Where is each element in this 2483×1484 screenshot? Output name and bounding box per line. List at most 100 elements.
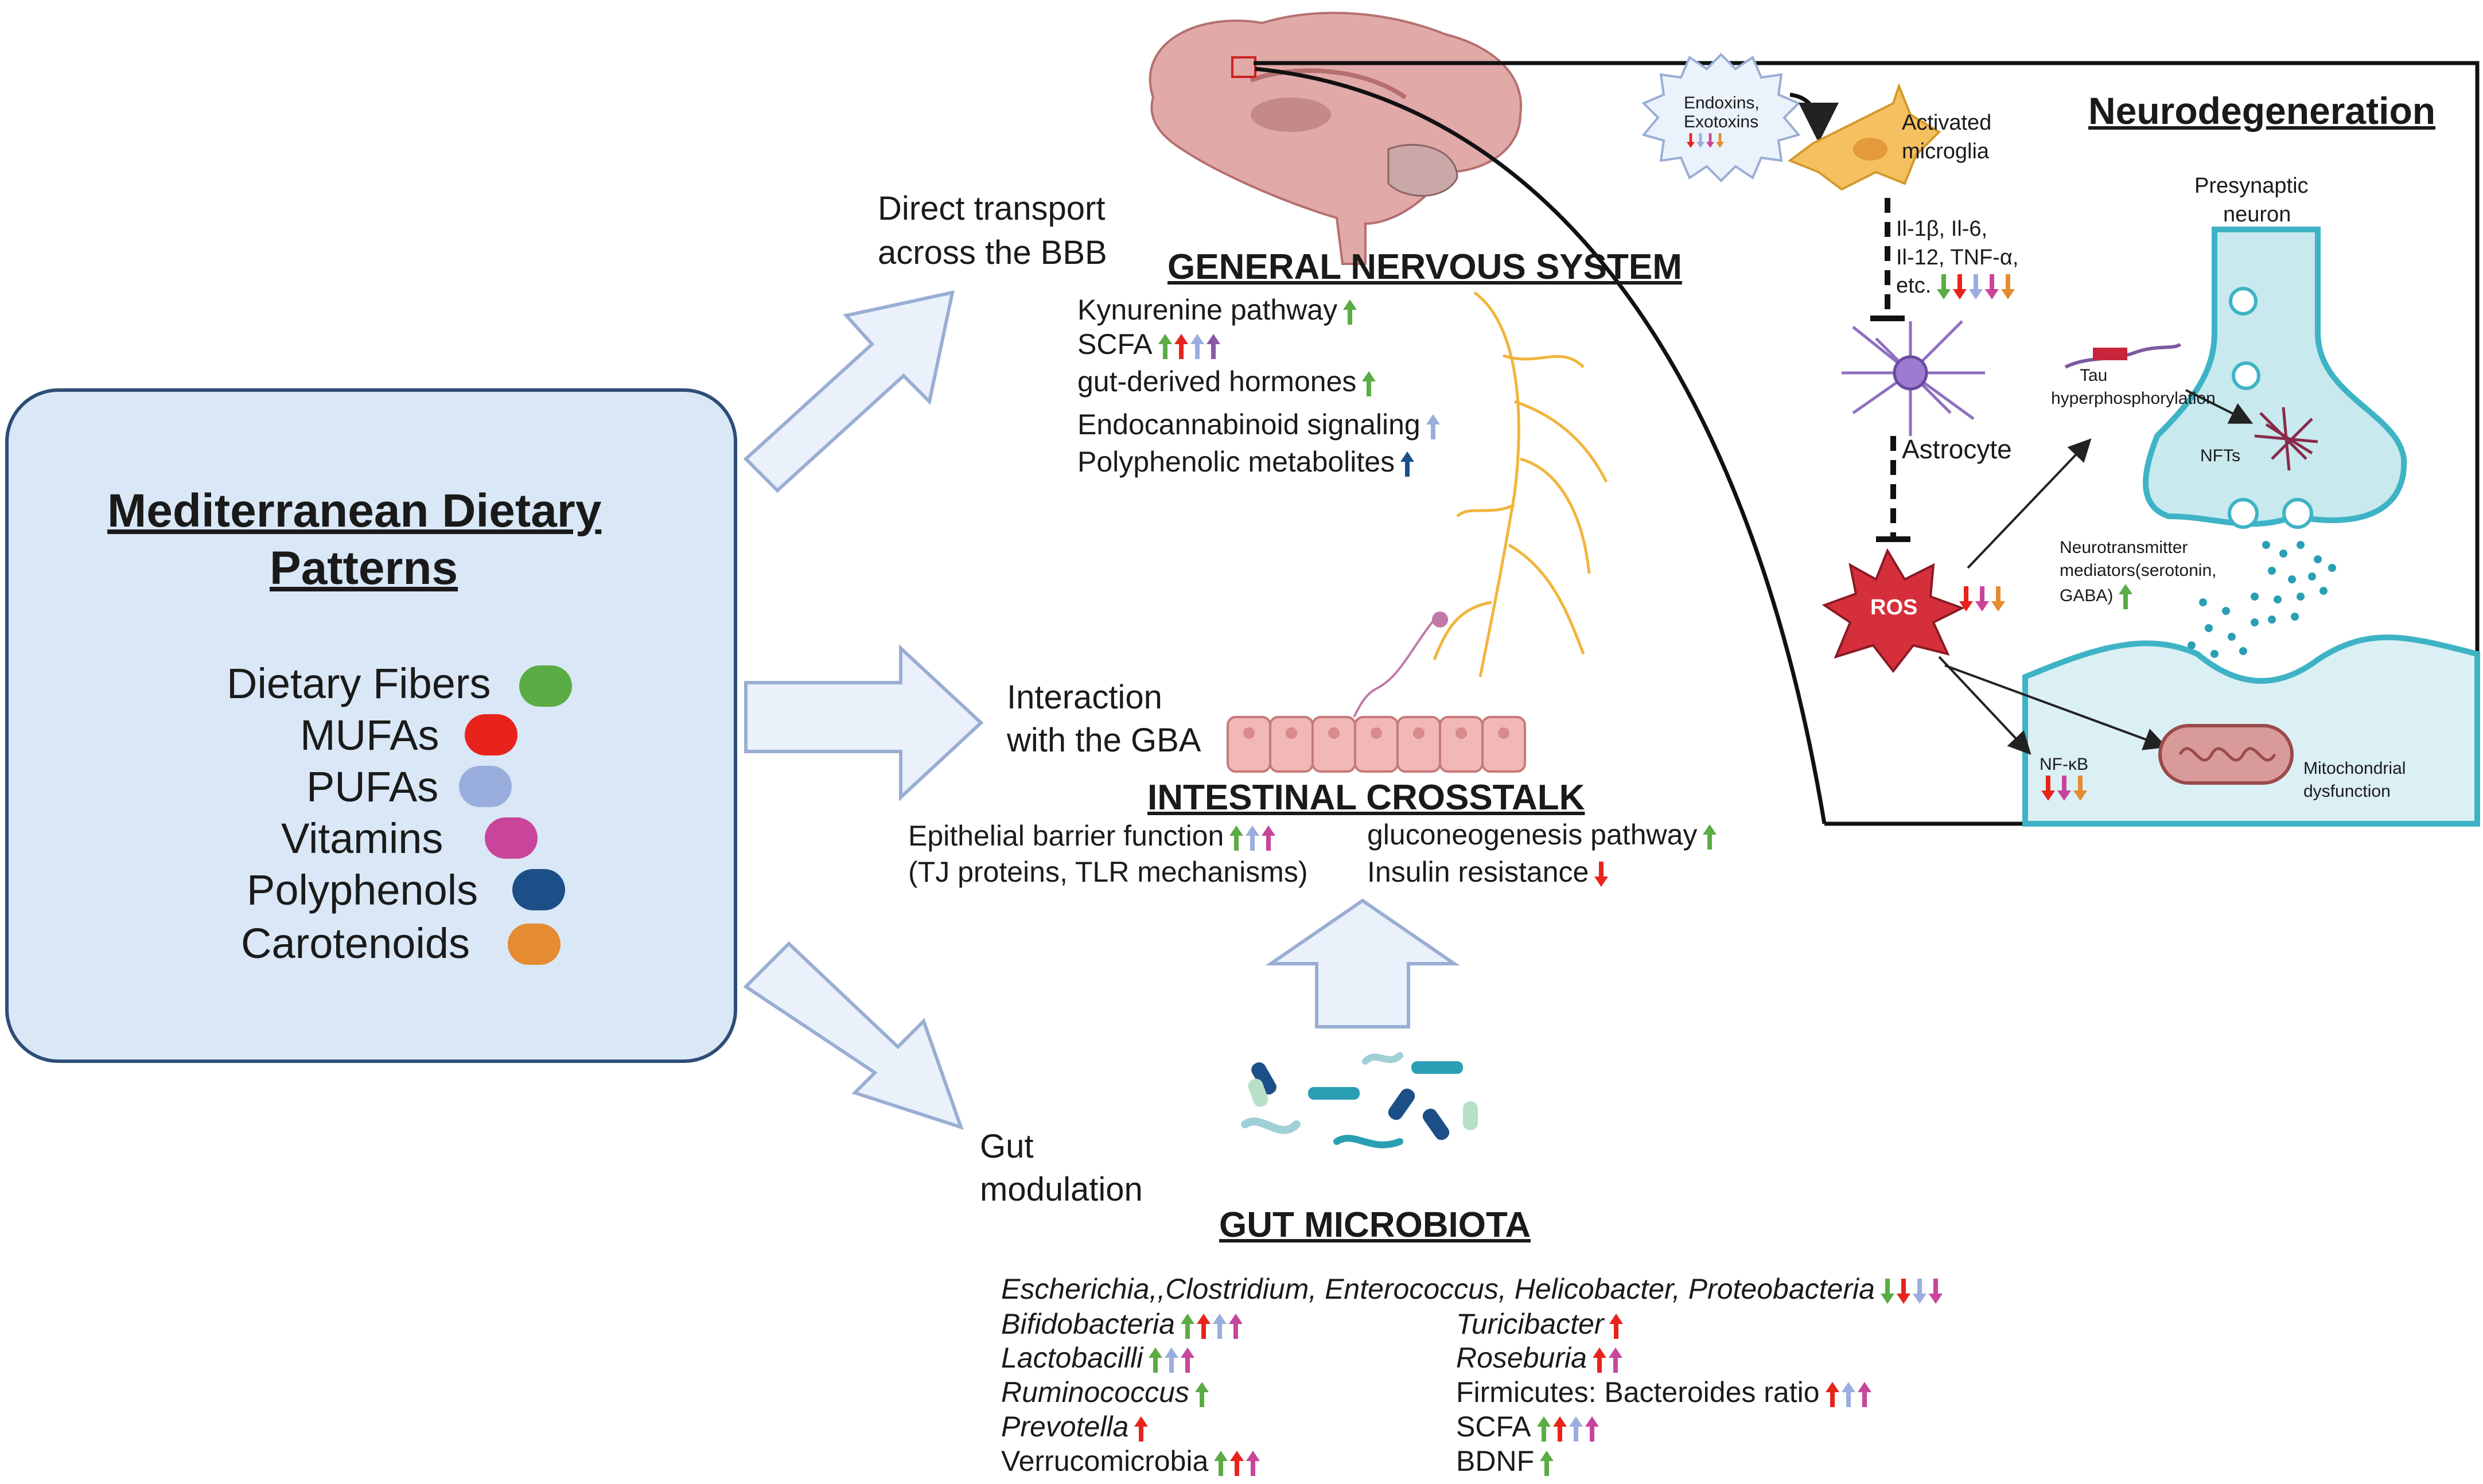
nt-line1: Neurotransmitter bbox=[2060, 538, 2188, 557]
direct-transport-line1: Direct transport bbox=[878, 190, 1106, 227]
down-arrow-icon bbox=[1716, 133, 1724, 148]
list-item-label: Lactobacilli bbox=[1001, 1342, 1143, 1374]
toxins-line2: Exotoxins bbox=[1684, 112, 1759, 131]
up-arrow-icon bbox=[1552, 1416, 1567, 1442]
nervous-system-heading: GENERAL NERVOUS SYSTEM bbox=[1167, 247, 1682, 287]
list-item-label: BDNF bbox=[1456, 1445, 1535, 1477]
mufas-dot bbox=[465, 714, 517, 755]
list-item: Bifidobacteria bbox=[1001, 1310, 1245, 1339]
list-item-label: Turicibacter bbox=[1456, 1308, 1604, 1340]
zoom-curve bbox=[1255, 67, 1827, 824]
cytokines-line1: Il-1β, Il-6, bbox=[1896, 217, 1988, 241]
arrow-direct-transport bbox=[743, 290, 955, 493]
list-item: Prevotella bbox=[1001, 1412, 1150, 1442]
ros-label: ROS bbox=[1870, 595, 1918, 620]
up-arrow-icon bbox=[1362, 371, 1376, 396]
diet-title-line2: Patterns bbox=[270, 542, 458, 594]
ros-arrows bbox=[1953, 586, 2007, 611]
down-arrow-icon bbox=[1896, 1278, 1910, 1304]
microbiota-top-line: Escherichia,,Clostridium, Enterococcus, … bbox=[1001, 1275, 1945, 1304]
down-arrow-icon bbox=[1953, 274, 1967, 299]
gut-modulation-line1: Gut bbox=[980, 1128, 1034, 1165]
change-arrows bbox=[1426, 414, 1442, 439]
change-arrows bbox=[1536, 1416, 1601, 1442]
list-item-label: Firmicutes: Bacteroides ratio bbox=[1456, 1376, 1820, 1408]
gba-line2: with the GBA bbox=[1007, 722, 1201, 759]
down-arrow-icon bbox=[1959, 586, 1973, 611]
nerve-fiber bbox=[1433, 291, 1608, 677]
polyphenols-dot bbox=[512, 869, 565, 910]
arrow-gut-modulation bbox=[743, 941, 964, 1130]
intestinal-epithelium bbox=[1227, 716, 1526, 773]
microglia-cell bbox=[1787, 83, 1941, 191]
up-arrow-icon bbox=[1228, 1313, 1243, 1339]
change-arrows bbox=[1149, 1347, 1197, 1373]
up-arrow-icon bbox=[1609, 1313, 1624, 1339]
nutrient-fibers: Dietary Fibers bbox=[227, 660, 491, 707]
up-arrow-icon bbox=[1540, 1450, 1554, 1476]
up-arrow-icon bbox=[1426, 414, 1440, 439]
gluconeogenesis-label: gluconeogenesis pathway bbox=[1367, 820, 1719, 850]
presynaptic-line1: Presynaptic bbox=[2194, 174, 2309, 198]
up-arrow-icon bbox=[1181, 1347, 1195, 1373]
up-arrow-icon bbox=[1246, 825, 1260, 851]
up-arrow-icon bbox=[1196, 1313, 1211, 1339]
gba-line1: Interaction bbox=[1007, 679, 1162, 716]
mito-line2: dysfunction bbox=[2303, 782, 2391, 801]
list-item: Endocannabinoid signaling bbox=[1077, 410, 1442, 439]
list-item-label: Kynurenine pathway bbox=[1077, 294, 1338, 326]
up-arrow-icon bbox=[1857, 1381, 1871, 1407]
nutrient-polyphenols: Polyphenols bbox=[247, 866, 478, 914]
up-arrow-icon bbox=[1569, 1416, 1583, 1442]
change-arrows bbox=[1825, 1381, 1874, 1407]
arrow-microbiota-up bbox=[1265, 898, 1460, 1029]
list-item: Ruminococcus bbox=[1001, 1378, 1211, 1407]
change-arrows bbox=[1362, 371, 1378, 396]
list-item-label: Verrucomicrobia bbox=[1001, 1445, 1209, 1477]
barrier-line1: Epithelial barrier function bbox=[908, 821, 1278, 851]
down-arrow-icon bbox=[2001, 274, 2015, 299]
nutrient-carotenoids: Carotenoids bbox=[241, 920, 470, 967]
change-arrows bbox=[1592, 1347, 1625, 1373]
toxins-arrows bbox=[1681, 133, 1726, 148]
up-arrow-icon bbox=[1262, 825, 1276, 851]
ros-to-nfkb-arrow bbox=[1938, 656, 2031, 755]
up-arrow-icon bbox=[1343, 299, 1357, 325]
nutrient-mufas: MUFAs bbox=[300, 711, 439, 759]
list-item-label: gut-derived hormones bbox=[1077, 365, 1357, 398]
carotenoids-dot bbox=[508, 924, 561, 965]
tau-line1: Tau bbox=[2080, 366, 2108, 385]
presynaptic-line2: neuron bbox=[2223, 202, 2291, 227]
toxin-starburst bbox=[1641, 53, 1801, 182]
list-item: SCFA bbox=[1456, 1412, 1601, 1442]
enteric-neuron bbox=[1353, 611, 1448, 718]
list-item-label: Bifidobacteria bbox=[1001, 1308, 1175, 1340]
fibers-dot bbox=[519, 665, 572, 707]
change-arrows bbox=[1343, 299, 1359, 325]
astrocyte-label: Astrocyte bbox=[1902, 434, 2012, 464]
up-arrow-icon bbox=[1703, 824, 1717, 850]
up-arrow-icon bbox=[1190, 333, 1204, 359]
toxins-line1: Endoxins, bbox=[1684, 94, 1760, 112]
change-arrows bbox=[1134, 1416, 1150, 1442]
diet-title-line1: Mediterranean Dietary bbox=[107, 485, 602, 537]
up-arrow-icon bbox=[1149, 1347, 1163, 1373]
change-arrows bbox=[1214, 1450, 1262, 1476]
down-arrow-icon bbox=[1985, 274, 1999, 299]
tau-to-nfts-arrow bbox=[2185, 389, 2254, 424]
up-arrow-icon bbox=[1230, 1450, 1244, 1476]
list-item-label: Polyphenolic metabolites bbox=[1077, 446, 1395, 478]
ros-to-mito-arrow bbox=[1944, 664, 2167, 750]
down-arrow-icon bbox=[2057, 776, 2071, 801]
intestinal-heading: INTESTINAL CROSSTALK bbox=[1147, 778, 1585, 817]
up-arrow-icon bbox=[1585, 1416, 1599, 1442]
up-arrow-icon bbox=[2119, 584, 2133, 609]
down-arrow-icon bbox=[1975, 586, 1989, 611]
change-arrows bbox=[1180, 1313, 1245, 1339]
up-arrow-icon bbox=[1592, 1347, 1606, 1373]
list-item-label: Ruminococcus bbox=[1001, 1376, 1189, 1408]
tau-protein bbox=[2064, 342, 2182, 369]
list-item-label: Endocannabinoid signaling bbox=[1077, 408, 1420, 441]
down-arrow-icon bbox=[2041, 776, 2055, 801]
pufas-dot bbox=[459, 766, 512, 807]
